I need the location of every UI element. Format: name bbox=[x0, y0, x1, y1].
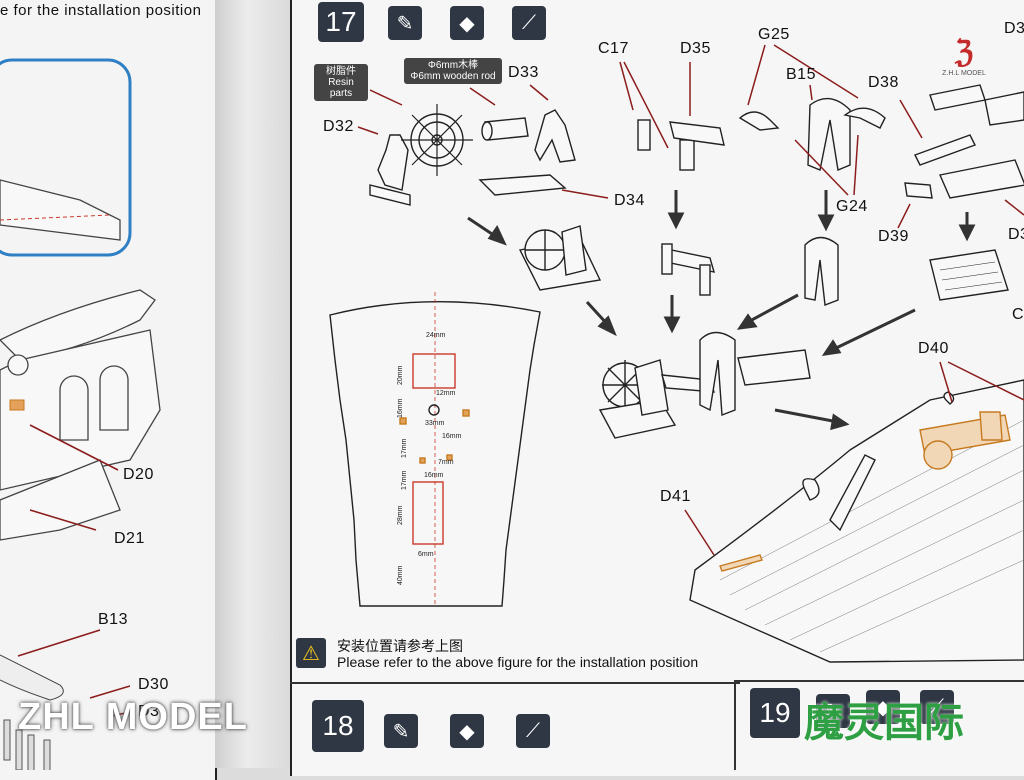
glue-icon: ◆ bbox=[450, 6, 484, 40]
step-19-frame-top bbox=[734, 680, 1024, 682]
dim-40: 40mm bbox=[397, 565, 404, 585]
step-19-badge: 19 bbox=[750, 688, 800, 738]
glue-icon: ◆ bbox=[866, 690, 900, 724]
dim-17b: 17mm bbox=[401, 470, 408, 490]
file-icon: ⟋ bbox=[516, 714, 550, 748]
step-18-badge: 18 bbox=[312, 700, 364, 752]
label-d34: D34 bbox=[614, 192, 645, 209]
dim-16a: 16mm bbox=[397, 398, 404, 418]
label-c17: C17 bbox=[598, 40, 629, 57]
label-g24: G24 bbox=[836, 198, 868, 215]
dim-28: 28mm bbox=[397, 505, 404, 525]
dim-33: 33mm bbox=[425, 420, 445, 427]
warning-icon: ⚠ bbox=[296, 638, 326, 668]
dim-12: 12mm bbox=[436, 390, 456, 397]
step-17-diagram: 24mm 20mm 12mm 16mm 33mm 16mm 17mm 7mm 1… bbox=[329, 44, 1024, 663]
book-spine bbox=[215, 0, 295, 768]
label-d20: D20 bbox=[123, 466, 154, 483]
watermark-cn: 魔灵国际 bbox=[804, 701, 964, 745]
step-divider bbox=[290, 682, 740, 684]
label-d38: D38 bbox=[868, 74, 899, 91]
label-d30: D30 bbox=[138, 676, 169, 693]
dim-20: 20mm bbox=[397, 365, 404, 385]
label-b13: B13 bbox=[98, 611, 128, 628]
knife-icon: ✎ bbox=[816, 694, 850, 728]
glue-icon: ◆ bbox=[450, 714, 484, 748]
file-icon: ⟋ bbox=[512, 6, 546, 40]
note-cn: 安装位置请参考上图 bbox=[337, 638, 463, 654]
label-d35: D35 bbox=[680, 40, 711, 57]
dim-7: 7mm bbox=[438, 459, 454, 466]
dim-16b: 16mm bbox=[442, 433, 462, 440]
part-wheel bbox=[401, 104, 473, 176]
dim-6: 6mm bbox=[418, 551, 434, 558]
label-d41: D41 bbox=[660, 488, 691, 505]
note-en: Please refer to the above figure for the… bbox=[337, 654, 699, 670]
dim-17a: 17mm bbox=[401, 438, 408, 458]
knife-icon: ✎ bbox=[388, 6, 422, 40]
label-d21: D21 bbox=[114, 530, 145, 547]
label-d3-top: D3 bbox=[1004, 20, 1024, 37]
brand-logo: ℨ Z.H.L MODEL bbox=[942, 36, 986, 77]
step-19-frame-left bbox=[734, 680, 736, 770]
part-d33 bbox=[534, 109, 576, 163]
label-b15: B15 bbox=[786, 66, 816, 83]
knife-icon: ✎ bbox=[384, 714, 418, 748]
watermark-zhl: ZHL MODEL bbox=[18, 696, 248, 738]
label-c-right: C bbox=[1012, 306, 1024, 323]
file-icon: ⟋ bbox=[920, 690, 954, 724]
part-d34 bbox=[478, 174, 567, 196]
label-g25: G25 bbox=[758, 26, 790, 43]
dim-24: 24mm bbox=[426, 332, 446, 339]
part-d32 bbox=[377, 134, 409, 191]
step-17-badge: 17 bbox=[318, 2, 364, 42]
label-d3-right: D3 bbox=[1008, 226, 1024, 243]
label-d40: D40 bbox=[918, 340, 949, 357]
left-diagram bbox=[0, 58, 161, 770]
label-d32: D32 bbox=[323, 118, 354, 135]
left-top-caption: e for the installation position bbox=[0, 2, 202, 19]
label-d39: D39 bbox=[878, 228, 909, 245]
label-d3: D3 bbox=[138, 703, 160, 720]
dim-16c: 16mm bbox=[424, 472, 444, 479]
label-d33: D33 bbox=[508, 64, 539, 81]
